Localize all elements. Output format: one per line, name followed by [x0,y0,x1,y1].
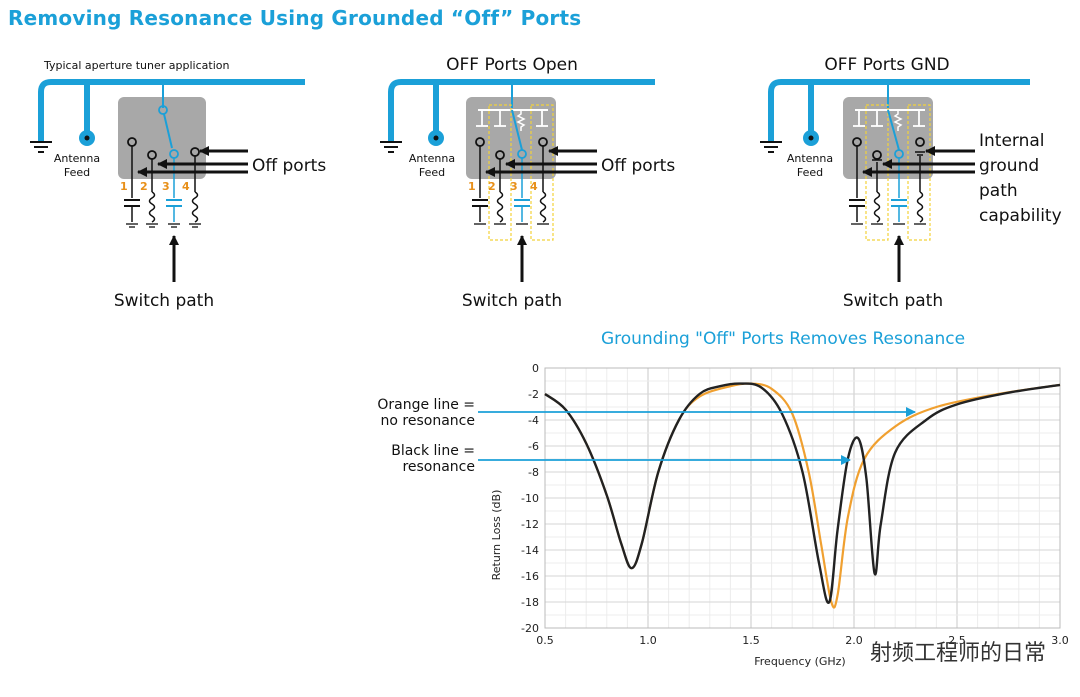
page-title: Removing Resonance Using Grounded “Off” … [8,6,582,30]
svg-text:1: 1 [120,180,128,193]
y-tick-label: -8 [528,466,539,479]
svg-text:2: 2 [140,180,148,193]
svg-text:2: 2 [488,180,496,193]
svg-text:capability: capability [979,206,1062,226]
panel-open: OFF Ports Open Antenna Feed [380,55,675,311]
y-tick-label: -14 [521,544,539,557]
inductor-icon [539,191,547,223]
y-tick-label: -2 [528,388,539,401]
svg-text:4: 4 [530,180,538,193]
ground-icon [380,141,402,153]
capacitor-icon [514,199,530,207]
inductor-icon [873,191,881,223]
off-ports-label: Off ports [601,156,675,176]
return-loss-chart: Grounding "Off" Ports Removes Resonance … [377,329,1068,668]
svg-text:3: 3 [510,180,518,193]
switch-path-label: Switch path [462,291,562,311]
chart-grid [544,367,1061,629]
panel-heading: Typical aperture tuner application [43,59,229,72]
internal-ground-label: Internal [979,131,1045,151]
antenna-trace [38,79,305,142]
ground-icon [30,141,52,153]
y-tick-label: -10 [521,492,539,505]
y-tick-label: -12 [521,518,539,531]
series-orange-line [544,382,1061,609]
black-annotation: Black line = [391,443,475,459]
capacitor-icon [891,199,907,207]
y-tick-label: -16 [521,570,539,583]
capacitor-icon [472,199,488,207]
y-tick-label: -4 [528,414,539,427]
inductor-icon [916,191,924,223]
capacitor-icon [166,199,182,207]
svg-text:path: path [979,181,1018,201]
panel-heading: OFF Ports Open [446,55,578,75]
svg-text:Feed: Feed [419,166,445,179]
switch-box [118,97,206,179]
watermark: 射频工程师的日常 [869,641,1046,666]
x-axis-label: Frequency (GHz) [754,655,845,668]
panel-heading: OFF Ports GND [824,55,949,75]
ground-icon [760,141,782,153]
inductor-icon [148,191,156,223]
orange-annotation: Orange line = [377,397,475,413]
svg-text:no resonance: no resonance [381,413,475,429]
switch-path-label: Switch path [843,291,943,311]
plot-frame [544,367,1061,629]
svg-text:Antenna: Antenna [409,152,455,165]
off-ports-label: Off ports [252,156,326,176]
svg-text:4: 4 [182,180,190,193]
x-tick-label: 0.5 [536,634,554,647]
inductor-icon [191,191,199,223]
svg-text:ground: ground [979,156,1039,176]
switch-arm [163,113,173,149]
inductor-icon [496,191,504,223]
svg-text:3: 3 [162,180,170,193]
x-tick-label: 2.0 [845,634,863,647]
y-tick-label: -20 [521,622,539,635]
switch-path-label: Switch path [114,291,214,311]
antenna-label: Antenna [54,152,100,165]
x-tick-label: 1.5 [742,634,760,647]
y-tick-label: 0 [532,362,539,375]
y-axis-ticks: 0 -2 -4 -6 -8 -10 -12 -14 -16 -18 -20 [521,362,539,635]
y-axis-label: Return Loss (dB) [490,490,503,581]
series-black-line [544,382,1061,604]
y-tick-label: -18 [521,596,539,609]
resistor-icon [893,110,903,131]
x-axis-ticks: 0.5 1.0 1.5 2.0 2.5 3.0 [536,634,1069,647]
x-tick-label: 2.5 [948,634,966,647]
panel-gnd: OFF Ports GND Antenna Feed [760,55,1062,311]
x-tick-label: 3.0 [1051,634,1069,647]
svg-text:1: 1 [468,180,476,193]
svg-text:Feed: Feed [797,166,823,179]
capacitor-icon [124,199,140,207]
resistor-icon [516,110,526,131]
svg-text:resonance: resonance [402,459,475,475]
y-tick-label: -6 [528,440,539,453]
x-tick-label: 1.0 [639,634,657,647]
chart-series [544,382,1061,609]
svg-text:Antenna: Antenna [787,152,833,165]
chart-title: Grounding "Off" Ports Removes Resonance [601,329,965,349]
feed-label: Feed [64,166,90,179]
capacitor-icon [849,199,865,207]
panel-typical: Typical aperture tuner application Anten… [30,59,326,311]
